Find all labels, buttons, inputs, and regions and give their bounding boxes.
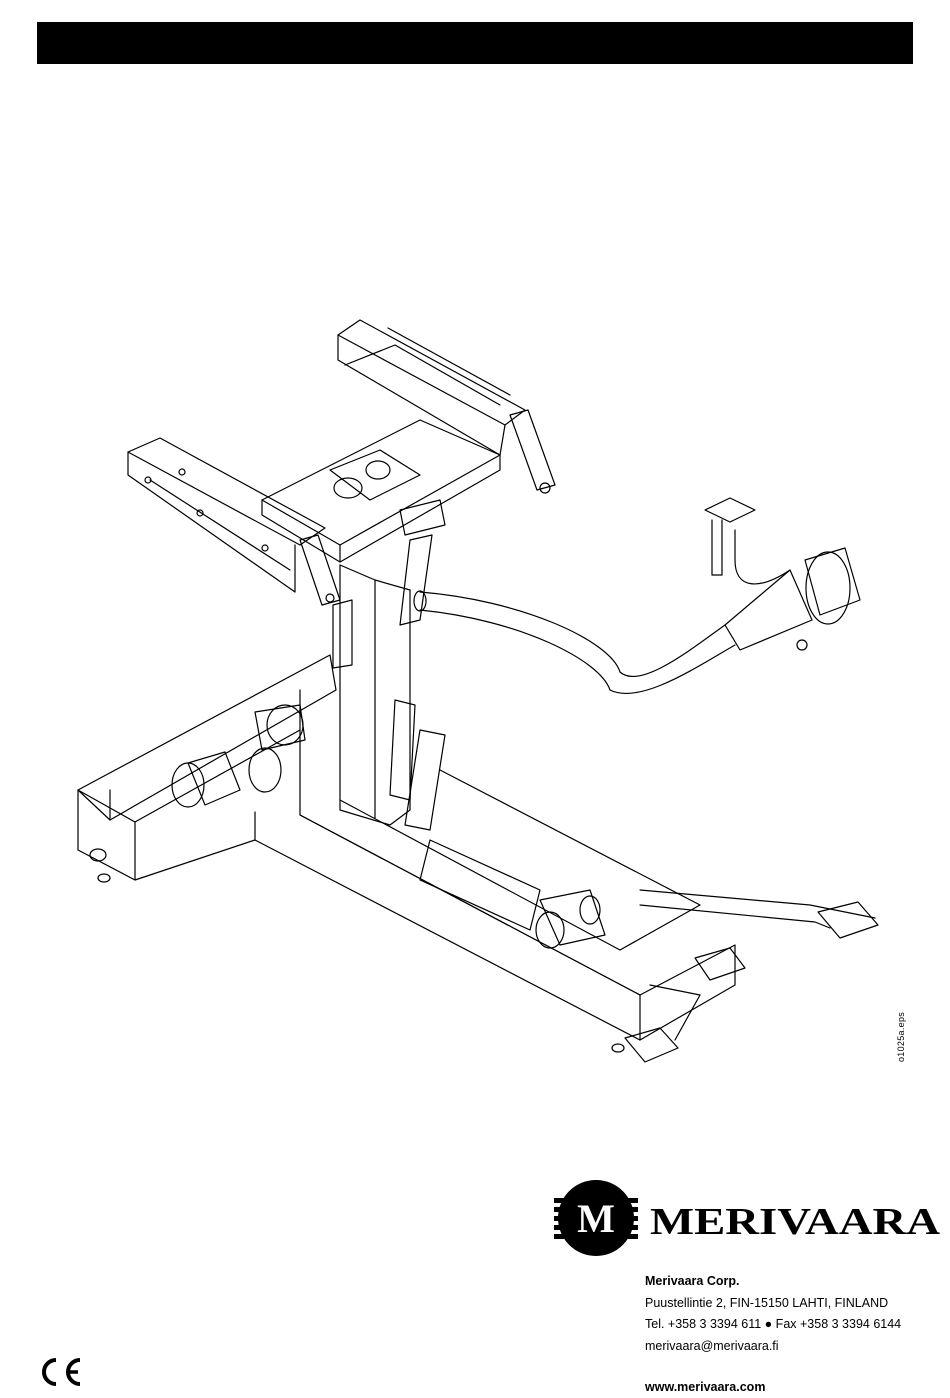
drawing-file-reference: o1025a.eps [896, 1012, 906, 1062]
gas-spring [400, 500, 445, 625]
logo-wordmark: MERIVAARA [650, 1201, 941, 1243]
contact-block: Merivaara Corp. Puustellintie 2, FIN-151… [645, 1271, 945, 1357]
control-arm [414, 498, 860, 693]
website-link[interactable]: www.merivaara.com [645, 1380, 765, 1394]
header-bar [37, 22, 913, 64]
left-support-plate [128, 438, 340, 605]
operating-table-base-drawing [0, 300, 950, 1100]
central-column [333, 565, 445, 830]
phone-fax: Tel. +358 3 3394 611 ● Fax +358 3 3394 6… [645, 1314, 945, 1336]
company-name: Merivaara Corp. [645, 1271, 945, 1293]
ce-mark-icon [36, 1356, 84, 1388]
top-frame [262, 420, 500, 562]
postal-address: Puustellintie 2, FIN-15150 LAHTI, FINLAN… [645, 1293, 945, 1315]
castor-wheels [90, 849, 624, 1052]
base-frame [78, 655, 735, 1040]
logo-letter: M [577, 1196, 615, 1241]
email-address[interactable]: merivaara@merivaara.fi [645, 1336, 945, 1358]
foot-pedals [625, 890, 878, 1062]
right-support-plate [338, 320, 555, 493]
merivaara-logo: M MERIVAARA [554, 1176, 944, 1260]
